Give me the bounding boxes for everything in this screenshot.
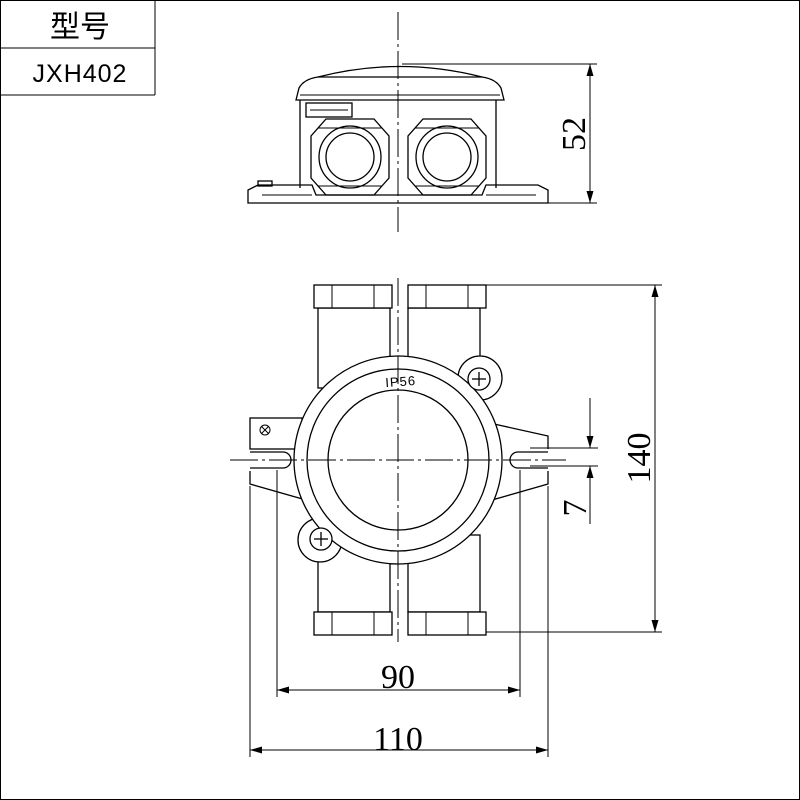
side-view: 52 <box>247 12 597 232</box>
title-block-label: 型号 <box>50 10 110 45</box>
dimension-52: 52 <box>402 63 597 204</box>
ground-symbol-icon <box>259 424 271 436</box>
dimension-7: 7 <box>530 398 598 524</box>
dimension-110: 110 <box>249 486 549 758</box>
dimension-140: 140 <box>486 284 662 633</box>
gland-nut-bottom-right <box>407 611 487 636</box>
dimension-7-label: 7 <box>557 500 594 517</box>
cover-screw-left-icon <box>309 527 333 551</box>
mounting-base <box>247 184 549 204</box>
gland-nut-bottom-left <box>313 611 393 636</box>
cable-gland-right <box>407 118 487 196</box>
dimension-90-label: 90 <box>381 659 415 696</box>
dimension-110-label: 110 <box>373 721 423 758</box>
dimension-90: 90 <box>276 470 521 697</box>
dimension-52-label: 52 <box>556 117 593 151</box>
plan-view: IP56 140 7 90 <box>230 278 662 758</box>
ip-rating-marking: IP56 <box>385 373 417 390</box>
housing-body <box>299 100 497 188</box>
cable-gland-left <box>310 118 390 196</box>
dimension-140-label: 140 <box>621 433 658 484</box>
gland-nut-top-right <box>407 284 487 309</box>
title-block: 型号 JXH402 <box>0 0 156 96</box>
gland-nut-top-left <box>313 284 393 309</box>
model-number: JXH402 <box>33 60 128 88</box>
cover-screw-right-icon <box>467 367 491 391</box>
cover-dome <box>317 65 483 78</box>
mounting-flange-left <box>249 417 307 501</box>
cover-clip <box>305 102 353 118</box>
cover-rim <box>295 76 505 101</box>
earth-screw <box>257 180 273 187</box>
